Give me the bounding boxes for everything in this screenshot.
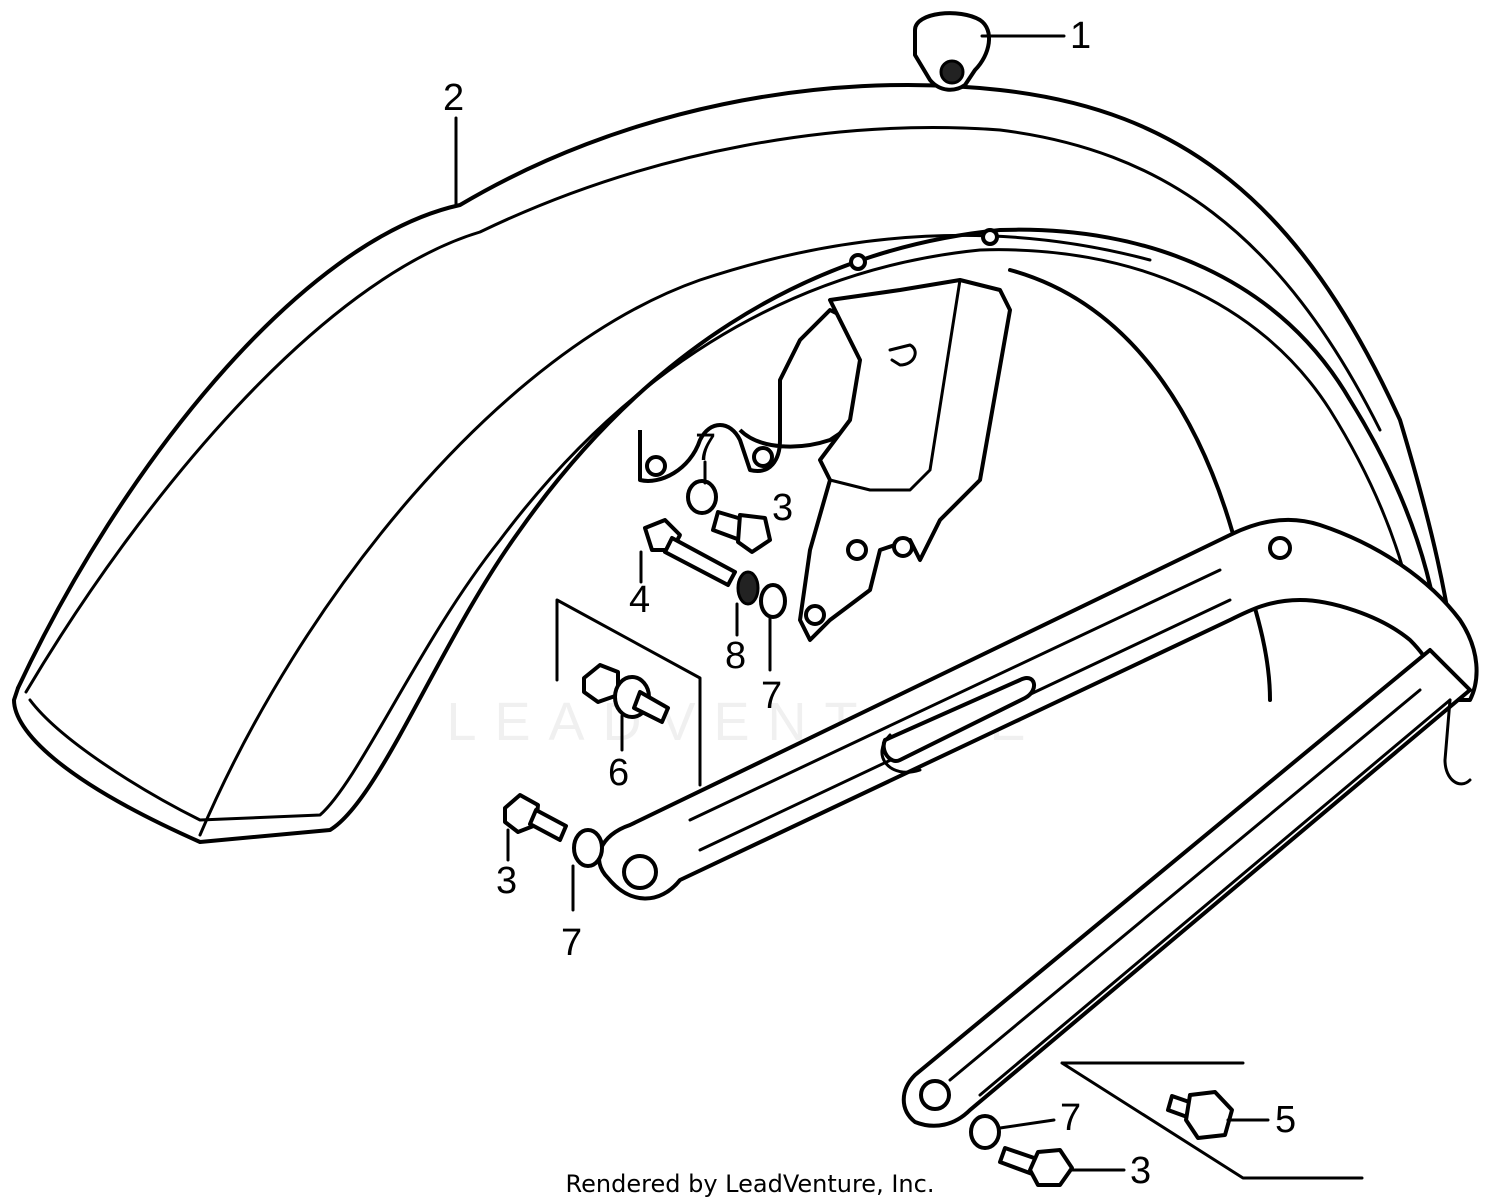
fender-outer-edge: [16, 82, 1462, 702]
callout-3c: 3: [1130, 1150, 1151, 1192]
bolt-3a[interactable]: [711, 510, 772, 554]
bolt-4[interactable]: [643, 518, 737, 587]
bolt-4-shank: [663, 536, 737, 587]
callout-7a: 7: [695, 427, 716, 469]
rear-hardware-group-bracket: [1060, 1061, 1364, 1180]
leader-lines: [454, 34, 1270, 1172]
fender-front-lip: [12, 227, 1442, 844]
bolt-5[interactable]: [1166, 1090, 1234, 1140]
bolt-6-shank: [632, 690, 670, 724]
callout-3a: 3: [772, 487, 793, 529]
bolt-6-head: [582, 663, 620, 704]
washer-7a[interactable]: [686, 479, 718, 515]
inner-arch: [1008, 268, 1272, 702]
bolt-3c-head: [1028, 1148, 1074, 1187]
callout-5: 5: [1275, 1099, 1296, 1141]
callout-7b: 7: [761, 675, 782, 717]
stay-rear-rib: [948, 688, 1452, 1097]
bolt-3b[interactable]: [503, 793, 568, 842]
fender-stay[interactable]: [597, 517, 1479, 1128]
callout-3b: 3: [496, 860, 517, 902]
bracket-slot: [888, 343, 917, 367]
bracket-edge: [828, 278, 962, 492]
fender-inner-rim: [28, 248, 1422, 822]
washer-7c[interactable]: [572, 828, 604, 868]
washer-7a-shape: [686, 479, 718, 515]
stay-clip: [881, 676, 1036, 763]
cap-nut-thread: [939, 59, 965, 85]
washer-8-shape: [736, 570, 760, 606]
bolt-6-group-bracket: [555, 598, 702, 787]
callout-4: 4: [629, 579, 650, 621]
callout-7c: 7: [561, 922, 582, 964]
bracket-hole-3: [846, 539, 868, 561]
bolt-6-assembly[interactable]: [582, 663, 670, 724]
callout-7d: 7: [1060, 1097, 1081, 1139]
bolt-3b-shank: [528, 808, 568, 842]
washer-8[interactable]: [736, 570, 760, 606]
cap-nut-body: [913, 11, 992, 92]
stay-rear-eye: [919, 1079, 951, 1111]
stay-rear-leg: [901, 648, 1472, 1128]
rivet-hole-1: [849, 253, 867, 271]
bolt-3a-head: [736, 513, 772, 554]
bracket-left-plate: [638, 308, 882, 483]
stay-clip-loop: [880, 733, 922, 774]
bolt-5-head: [1184, 1090, 1234, 1140]
washer-7b-shape: [759, 583, 787, 619]
rivet-hole-2: [981, 228, 999, 246]
callout-6: 6: [608, 752, 629, 794]
fender[interactable]: [12, 82, 1462, 844]
washer-7b[interactable]: [759, 583, 787, 619]
callouts: 1 2 3 7 4 8 7 6 3 7 7 5 3: [443, 15, 1296, 1192]
bolt-3c[interactable]: [998, 1146, 1074, 1187]
stay-front-eye: [622, 854, 658, 890]
callout-8: 8: [725, 635, 746, 677]
bracket-hole-4: [892, 536, 914, 558]
cap-nut[interactable]: [913, 11, 992, 92]
washer-7d[interactable]: [969, 1114, 1001, 1150]
mounting-bracket[interactable]: [638, 278, 1012, 642]
bracket-hole-1: [645, 455, 667, 477]
stay-hook: [1443, 698, 1472, 786]
footer-credit: Rendered by LeadVenture, Inc.: [565, 1170, 935, 1198]
fender-bead: [24, 126, 1382, 694]
stay-front-arm: [597, 517, 1479, 901]
bracket-hole-5: [804, 604, 826, 626]
washer-7c-shape: [572, 828, 604, 868]
callout-2: 2: [443, 77, 464, 119]
washer-7d-shape: [969, 1114, 1001, 1150]
callout-1: 1: [1070, 15, 1091, 57]
stay-top-hole: [1268, 536, 1292, 560]
bracket-hole-2: [752, 446, 774, 468]
